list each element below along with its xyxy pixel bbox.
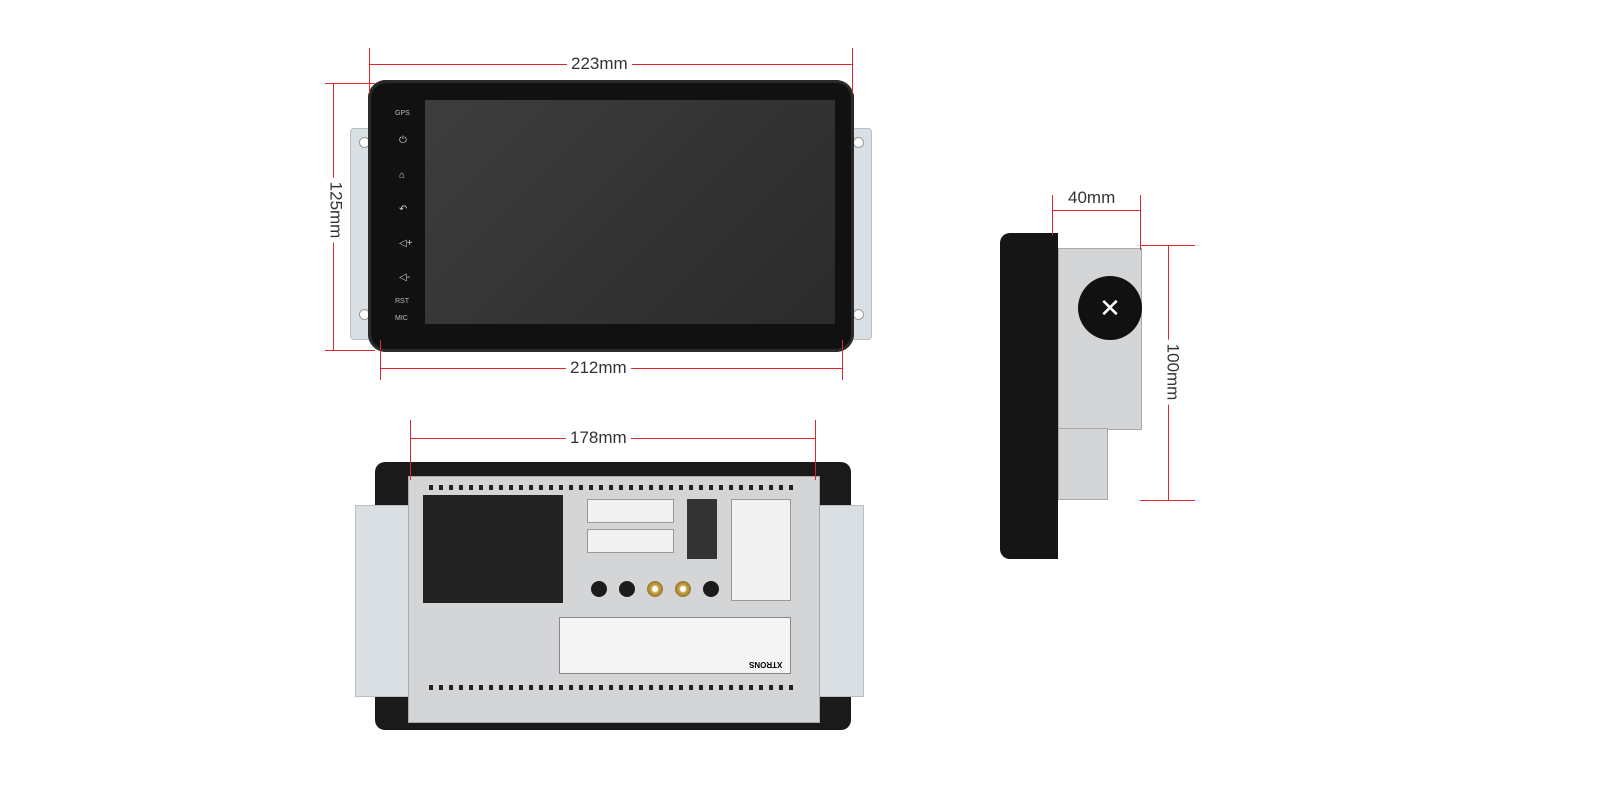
- harness-connector: [587, 499, 674, 523]
- front-bezel: GPS ⏻ ⌂ ↶ ◁+ ◁- RST MIC: [368, 80, 854, 352]
- warranty-seal: ✕: [1078, 276, 1142, 340]
- power-icon[interactable]: ⏻: [399, 135, 407, 146]
- port: [703, 581, 719, 597]
- back-icon[interactable]: ↶: [399, 204, 408, 215]
- gps-antenna-port: [647, 581, 663, 597]
- usb-ports: [687, 499, 717, 559]
- touch-screen[interactable]: [425, 100, 835, 324]
- port: [619, 581, 635, 597]
- side-height-label: 100mm: [1162, 339, 1183, 405]
- mic-label: MIC: [395, 315, 408, 322]
- home-icon[interactable]: ⌂: [399, 170, 406, 181]
- product-label: XTRONS: [559, 617, 791, 674]
- screw-cross-icon: ✕: [1099, 293, 1121, 323]
- rear-brand: XTRONS: [748, 660, 782, 669]
- rst-label: RST: [395, 298, 409, 305]
- port: [591, 581, 607, 597]
- rear-left-bracket: [355, 505, 412, 697]
- front-height-label: 125mm: [325, 177, 346, 243]
- front-width-label: 223mm: [567, 54, 632, 74]
- rear-right-bracket: [815, 505, 864, 697]
- side-body: [1000, 233, 1058, 559]
- wifi-antenna-port: [675, 581, 691, 597]
- gps-label: GPS: [395, 110, 410, 117]
- harness-connector: [587, 529, 674, 553]
- volume-up-icon[interactable]: ◁+: [399, 238, 413, 249]
- screen-frame-width-label: 212mm: [566, 358, 631, 378]
- volume-down-icon[interactable]: ◁-: [399, 272, 411, 283]
- rear-plate: XTRONS: [408, 476, 820, 723]
- rear-width-label: 178mm: [566, 428, 631, 448]
- antenna-block: [731, 499, 791, 601]
- main-connector-block: [423, 495, 563, 603]
- side-bracket-lower: [1058, 428, 1108, 500]
- depth-label: 40mm: [1064, 188, 1120, 208]
